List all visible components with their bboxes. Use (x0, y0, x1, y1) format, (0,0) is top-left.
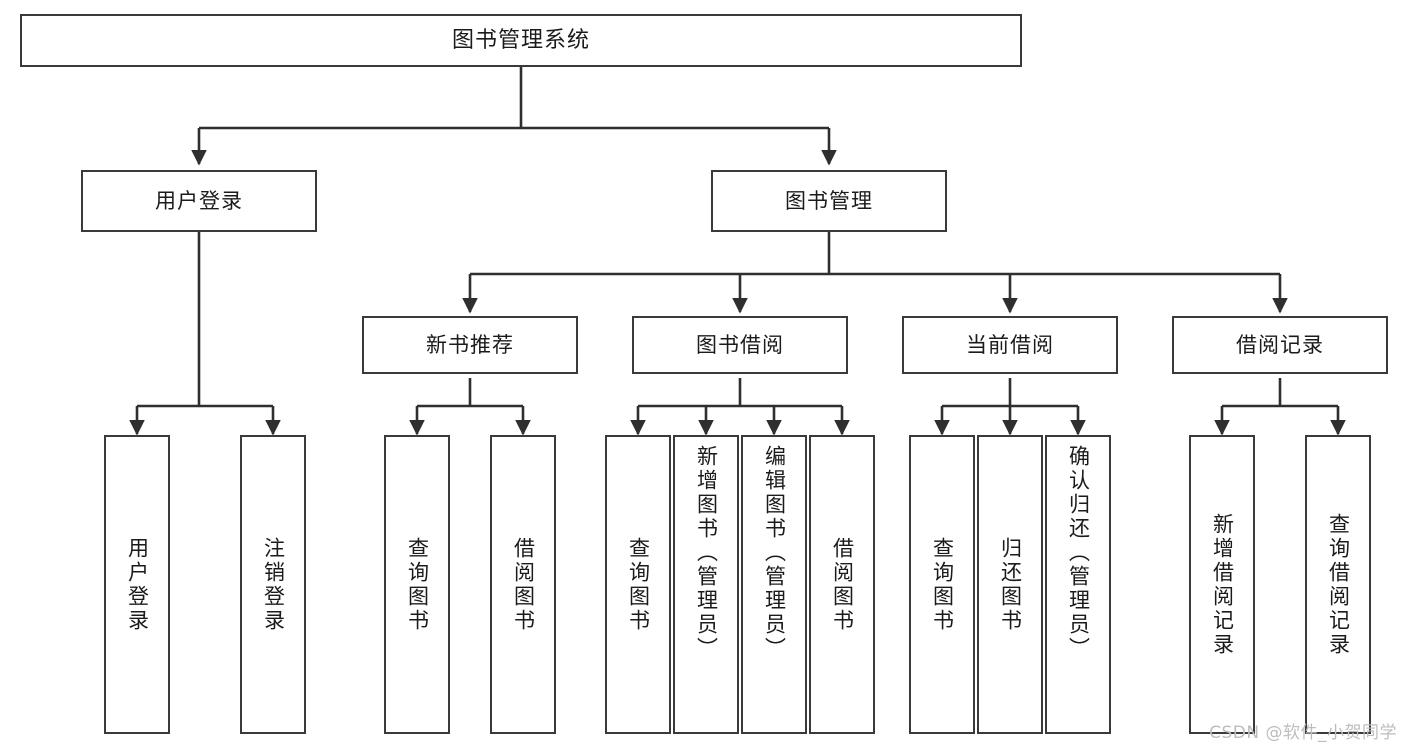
node-book-borrow[interactable]: 图书借阅 (632, 316, 848, 374)
node-borrow-record[interactable]: 借阅记录 (1172, 316, 1388, 374)
leaf-book-borrow-add-label: 新增图书（管理员） (694, 445, 719, 661)
edges-bookborrow-to-leaves (630, 378, 850, 436)
leaf-borrow-record-query-label: 查询借阅记录 (1326, 512, 1351, 657)
leaf-book-borrow-edit[interactable]: 编辑图书（管理员） (741, 435, 807, 734)
node-book-management-label: 图书管理 (785, 188, 873, 213)
edges-bookmgmt-to-level3 (462, 232, 1288, 314)
node-user-login-label: 用户登录 (155, 188, 243, 213)
edges-newbook-to-leaves (409, 378, 531, 436)
edges-currentborrow-to-leaves (934, 378, 1086, 436)
leaf-borrow-record-query[interactable]: 查询借阅记录 (1305, 435, 1371, 734)
leaf-borrow-record-add[interactable]: 新增借阅记录 (1189, 435, 1255, 734)
leaf-new-book-borrow[interactable]: 借阅图书 (490, 435, 556, 734)
leaf-current-borrow-return[interactable]: 归还图书 (977, 435, 1043, 734)
node-current-borrow-label: 当前借阅 (966, 332, 1054, 357)
leaf-current-borrow-query[interactable]: 查询图书 (909, 435, 975, 734)
leaf-current-borrow-query-label: 查询图书 (930, 536, 955, 633)
leaf-new-book-borrow-label: 借阅图书 (511, 536, 536, 633)
leaf-book-borrow-query[interactable]: 查询图书 (605, 435, 671, 734)
node-new-book-recommend[interactable]: 新书推荐 (362, 316, 578, 374)
leaf-current-borrow-return-label: 归还图书 (998, 536, 1023, 633)
leaf-current-borrow-confirm[interactable]: 确认归还（管理员） (1045, 435, 1111, 734)
node-borrow-record-label: 借阅记录 (1236, 332, 1324, 357)
leaf-borrow-record-add-label: 新增借阅记录 (1210, 512, 1235, 657)
leaf-user-login-login[interactable]: 用户登录 (104, 435, 170, 734)
leaf-book-borrow-add[interactable]: 新增图书（管理员） (673, 435, 739, 734)
node-book-borrow-label: 图书借阅 (696, 332, 784, 357)
node-user-login[interactable]: 用户登录 (81, 170, 317, 232)
leaf-current-borrow-confirm-label: 确认归还（管理员） (1066, 445, 1091, 661)
edges-userlogin-to-leaves (129, 232, 281, 436)
leaf-user-login-logout-label: 注销登录 (261, 536, 286, 633)
leaf-user-login-login-label: 用户登录 (125, 536, 150, 633)
node-root-label: 图书管理系统 (451, 27, 590, 53)
node-current-borrow[interactable]: 当前借阅 (902, 316, 1118, 374)
node-root[interactable]: 图书管理系统 (20, 14, 1022, 67)
leaf-new-book-query[interactable]: 查询图书 (384, 435, 450, 734)
node-book-management[interactable]: 图书管理 (711, 170, 947, 232)
edges-root-to-level2 (191, 67, 837, 166)
leaf-book-borrow-query-label: 查询图书 (626, 536, 651, 633)
leaf-book-borrow-borrow[interactable]: 借阅图书 (809, 435, 875, 734)
edges-borrowrecord-to-leaves (1214, 378, 1346, 436)
leaf-user-login-logout[interactable]: 注销登录 (240, 435, 306, 734)
leaf-book-borrow-edit-label: 编辑图书（管理员） (762, 445, 787, 661)
leaf-new-book-query-label: 查询图书 (405, 536, 430, 633)
leaf-book-borrow-borrow-label: 借阅图书 (830, 536, 855, 633)
node-new-book-recommend-label: 新书推荐 (426, 332, 514, 357)
